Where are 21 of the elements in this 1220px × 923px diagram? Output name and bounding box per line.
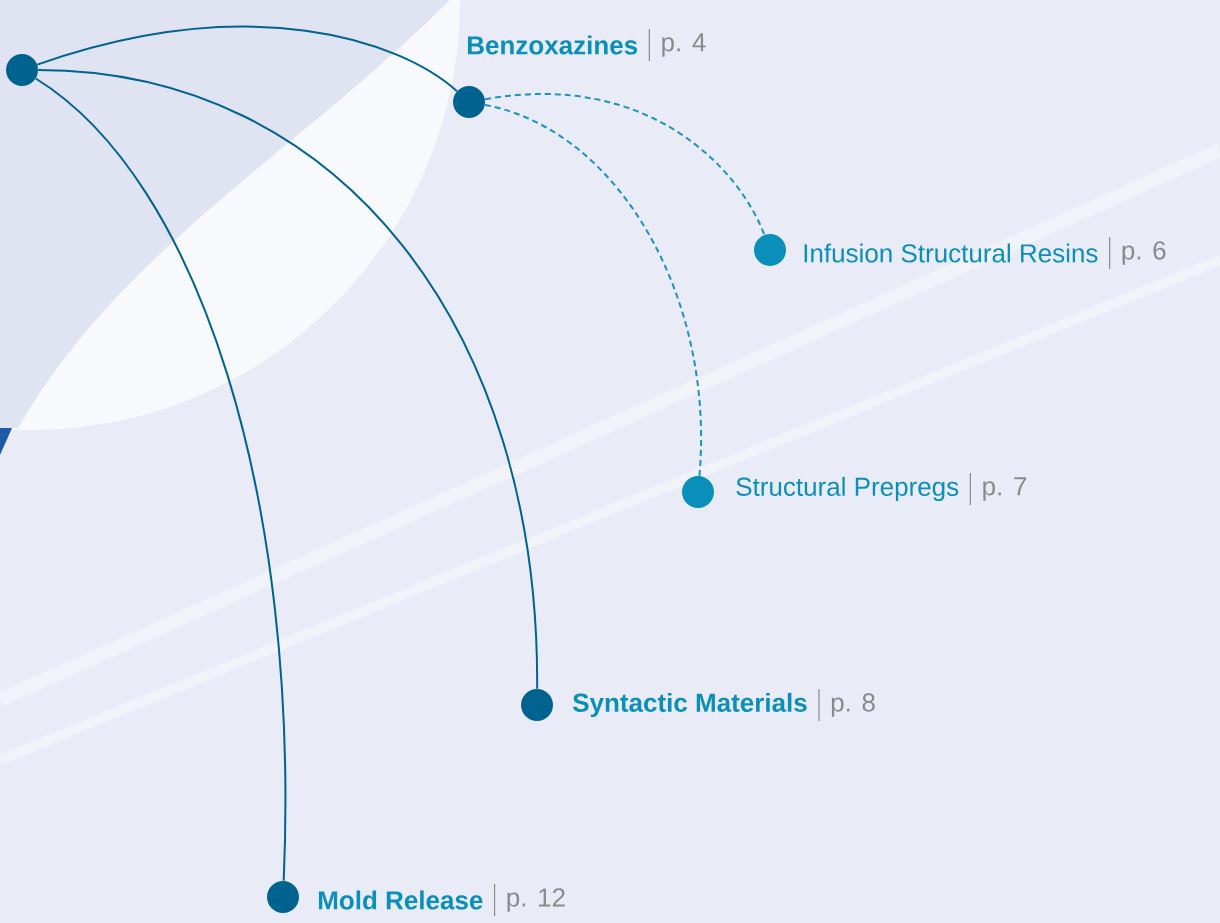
entry-title: Benzoxazines — [467, 35, 638, 55]
connector-line — [37, 69, 539, 690]
entry-title: Syntactic Materials — [572, 692, 807, 718]
connector-line — [36, 25, 458, 93]
entry-title: Infusion Structural Resins — [804, 243, 1098, 263]
page-number: p. 6 — [1122, 241, 1166, 265]
dot — [6, 54, 38, 86]
dot — [754, 234, 786, 266]
dot — [453, 86, 485, 118]
dot — [521, 689, 553, 721]
entry-title: Mold Release — [318, 890, 483, 910]
page-number: p. 7 — [983, 477, 1027, 501]
dot — [682, 476, 714, 508]
connector-line — [483, 103, 703, 477]
connector-line — [483, 93, 766, 236]
entry-title: Structural Prepregs — [736, 476, 959, 502]
page-number: p. 12 — [507, 888, 565, 912]
connector-line — [34, 77, 287, 882]
page-number: p. 8 — [831, 693, 875, 717]
page-number: p. 4 — [662, 33, 706, 57]
dot — [267, 881, 299, 913]
